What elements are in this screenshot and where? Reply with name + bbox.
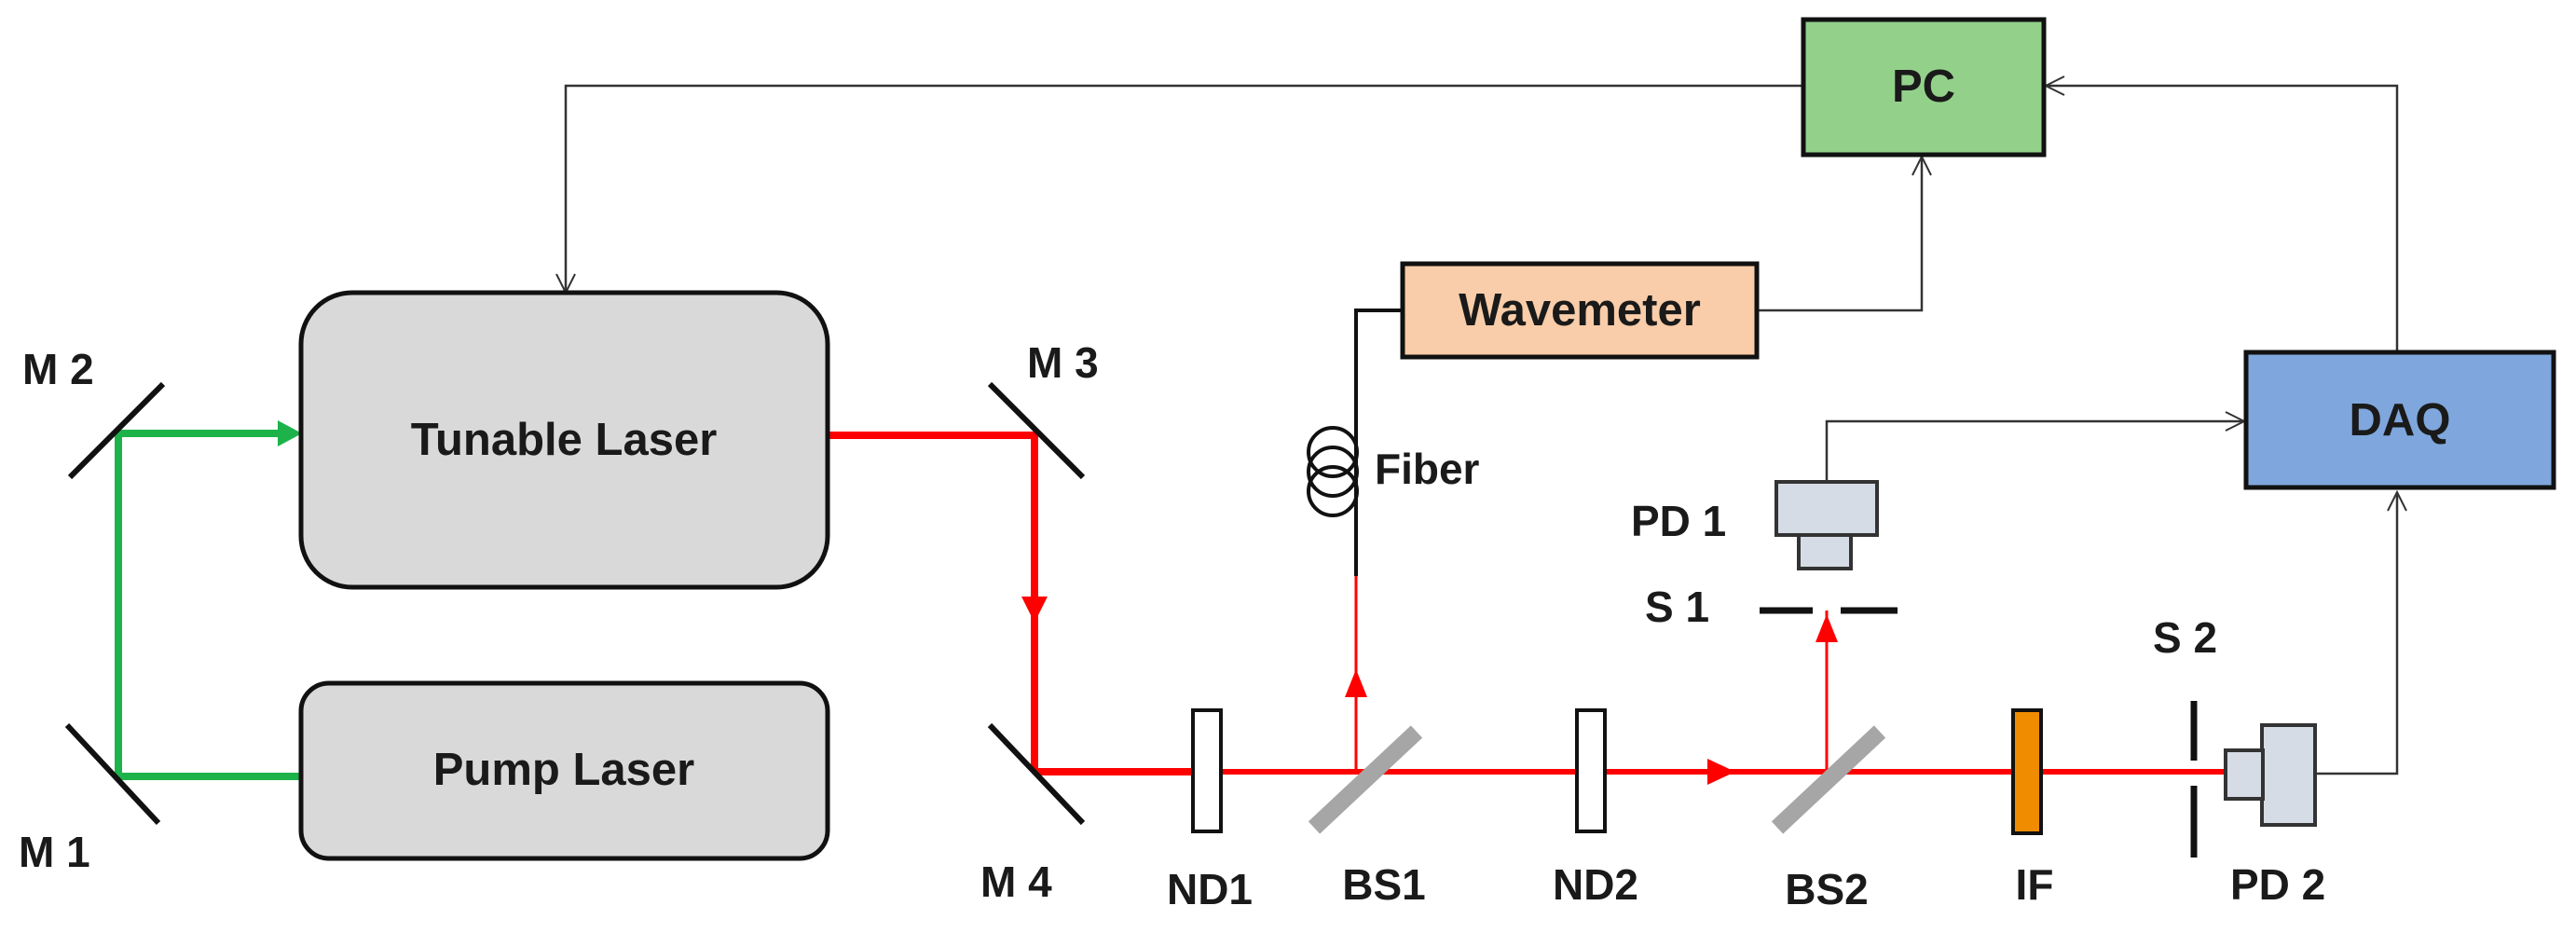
mirror-m3 bbox=[987, 381, 1086, 480]
m1-label: M 1 bbox=[19, 828, 90, 876]
wavemeter-label: Wavemeter bbox=[1459, 285, 1701, 336]
if-filter bbox=[2011, 708, 2043, 835]
pd2-to-daq-line bbox=[2317, 492, 2397, 775]
m3-label: M 3 bbox=[1027, 338, 1099, 387]
pc-box bbox=[1801, 17, 2047, 158]
beam-arrow-down-icon bbox=[1021, 597, 1048, 623]
bs2-label: BS2 bbox=[1785, 865, 1868, 913]
beamsplitter-bs1 bbox=[1308, 725, 1423, 834]
mirror-m1 bbox=[64, 722, 161, 826]
pc-label: PC bbox=[1892, 62, 1955, 112]
bs2-reflect-arrow-icon bbox=[1816, 614, 1838, 642]
mirror-m2 bbox=[67, 381, 166, 480]
pump-laser-label: Pump Laser bbox=[433, 745, 694, 795]
if-label: IF bbox=[2016, 860, 2054, 909]
mirror-m4 bbox=[987, 722, 1086, 826]
pd2-label: PD 2 bbox=[2230, 860, 2325, 909]
wavemeter-to-pc-line bbox=[1758, 157, 1922, 312]
tunable-laser-label: Tunable Laser bbox=[411, 415, 718, 465]
mirrors bbox=[64, 381, 1086, 826]
fiber-line bbox=[1354, 309, 1403, 576]
pd1-label: PD 1 bbox=[1631, 497, 1726, 545]
bs1-label: BS1 bbox=[1342, 860, 1425, 909]
nd1-filter bbox=[1191, 708, 1223, 833]
signal-lines bbox=[566, 84, 2399, 775]
beam-splitters bbox=[1308, 725, 1886, 834]
s1-label: S 1 bbox=[1645, 583, 1709, 631]
fiber-coil-icon bbox=[1307, 426, 1359, 517]
m4-label: M 4 bbox=[980, 858, 1052, 906]
beam-arrow-right-icon bbox=[1707, 759, 1735, 785]
fiber bbox=[1307, 309, 1403, 576]
fiber-label: Fiber bbox=[1375, 445, 1480, 493]
pc-to-laser-line bbox=[566, 84, 1803, 293]
pump-beam bbox=[115, 430, 301, 780]
s2-label: S 2 bbox=[2153, 613, 2217, 662]
nd2-label: ND2 bbox=[1553, 860, 1638, 909]
photodetector-pd1 bbox=[1774, 480, 1879, 570]
tunable-laser-box bbox=[298, 290, 830, 590]
pump-laser-box bbox=[298, 680, 830, 861]
pump-beam-arrow-icon bbox=[278, 420, 302, 446]
daq-label: DAQ bbox=[2350, 395, 2451, 446]
daq-box bbox=[2243, 350, 2556, 490]
wavemeter-box bbox=[1400, 261, 1760, 360]
pd1-to-daq-line bbox=[1825, 421, 2244, 480]
bs1-reflect-arrow-icon bbox=[1345, 669, 1367, 697]
beamsplitter-bs2 bbox=[1771, 725, 1886, 834]
photodetector-pd2 bbox=[2224, 723, 2317, 827]
nd1-label: ND1 bbox=[1167, 865, 1253, 913]
daq-to-pc-line bbox=[2046, 86, 2399, 352]
m2-label: M 2 bbox=[22, 345, 94, 393]
nd2-filter bbox=[1575, 708, 1607, 833]
